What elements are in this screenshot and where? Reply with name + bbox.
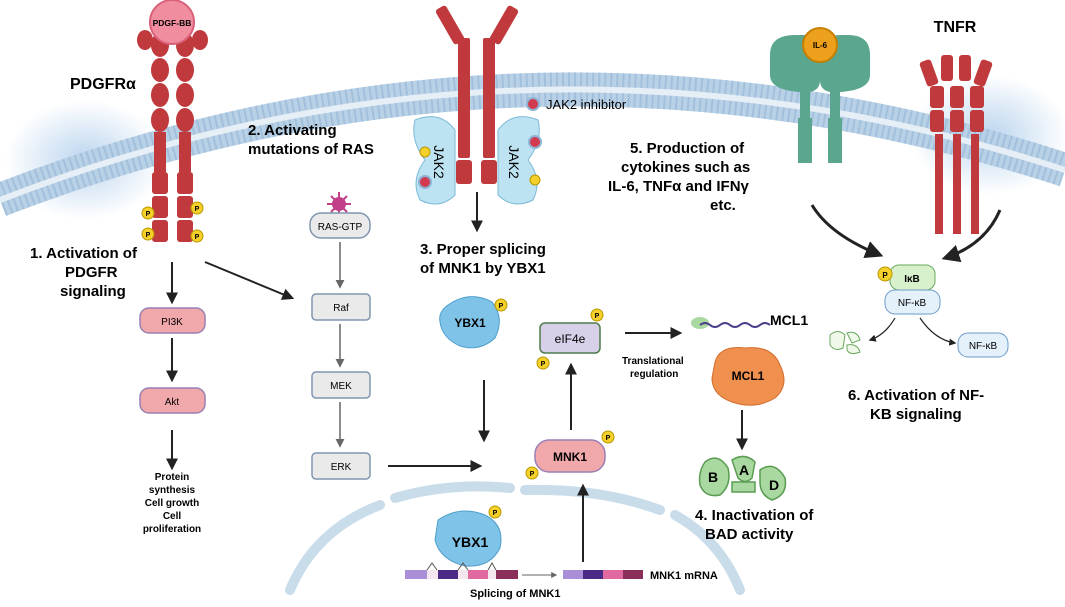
svg-text:BAD activity: BAD activity xyxy=(705,526,794,543)
step-6-label: 6. Activation of NF- KB signaling xyxy=(848,387,984,423)
svg-text:of MNK1 by YBX1: of MNK1 by YBX1 xyxy=(420,260,546,277)
il6-receptor: IL-6 xyxy=(770,27,870,163)
svg-text:P: P xyxy=(595,313,600,320)
svg-text:D: D xyxy=(769,477,779,493)
mcl1-protein: MCL1 xyxy=(711,347,785,406)
svg-text:NF-κB: NF-κB xyxy=(898,298,927,309)
translational-label: Translational regulation xyxy=(622,356,684,380)
svg-text:P: P xyxy=(195,206,200,213)
svg-text:2. Activating: 2. Activating xyxy=(248,122,337,139)
il6-label: IL-6 xyxy=(813,41,828,50)
svg-text:Akt: Akt xyxy=(165,397,180,408)
svg-text:etc.: etc. xyxy=(710,197,736,214)
mek-box: MEK xyxy=(311,371,371,399)
svg-text:MCL1: MCL1 xyxy=(770,312,808,328)
mature-mrna xyxy=(563,570,643,579)
nfkb-free: NF-κB xyxy=(957,332,1009,358)
jak2-inhibitor-icon xyxy=(526,97,540,111)
svg-text:P: P xyxy=(882,271,888,280)
tnfr-receptor: TNFR xyxy=(919,19,993,234)
splicing-label: Splicing of MNK1 xyxy=(470,588,560,600)
outcome-text: Protein synthesis Cell growth Cell proli… xyxy=(143,472,201,535)
svg-text:Translational: Translational xyxy=(622,356,684,367)
svg-text:6. Activation of NF-: 6. Activation of NF- xyxy=(848,387,984,404)
svg-text:regulation: regulation xyxy=(630,369,678,380)
svg-text:ERK: ERK xyxy=(331,462,352,473)
svg-text:synthesis: synthesis xyxy=(149,485,196,496)
svg-text:MEK: MEK xyxy=(330,381,352,392)
jak2-receptor: JAK2 JAK2 JAK2 inhibitor xyxy=(413,5,627,205)
erk-box: ERK xyxy=(311,452,371,480)
svg-text:1. Activation of: 1. Activation of xyxy=(30,245,138,262)
svg-text:Cell growth: Cell growth xyxy=(145,498,199,509)
jak2-right-label: JAK2 xyxy=(506,145,522,179)
phospho-group: P P P P xyxy=(141,201,204,243)
svg-text:eIF4e: eIF4e xyxy=(555,332,586,346)
svg-text:IκB: IκB xyxy=(904,274,920,285)
svg-text:PI3K: PI3K xyxy=(161,317,183,328)
ybx1-top: P YBX1 xyxy=(439,296,508,349)
svg-text:RAS-GTP: RAS-GTP xyxy=(318,222,363,233)
nfkb-complex: IκB P NF-κB xyxy=(877,264,941,315)
step-2-label: 2. Activating mutations of RAS xyxy=(248,122,374,158)
svg-text:Cell: Cell xyxy=(163,511,182,522)
eif4e-box: eIF4e P P xyxy=(536,308,604,370)
raf-box: Raf xyxy=(311,293,371,321)
svg-text:P: P xyxy=(493,510,498,517)
svg-text:IL-6, TNFα and IFNγ: IL-6, TNFα and IFNγ xyxy=(608,178,750,195)
tnfr-label: TNFR xyxy=(934,19,977,36)
pdgfr-label: PDGFRα xyxy=(70,76,136,93)
svg-text:NF-κB: NF-κB xyxy=(969,341,998,352)
svg-text:3. Proper splicing: 3. Proper splicing xyxy=(420,241,546,258)
svg-text:P: P xyxy=(195,234,200,241)
bad-complex: B A D xyxy=(698,455,787,501)
svg-text:YBX1: YBX1 xyxy=(452,534,489,550)
svg-text:signaling: signaling xyxy=(60,283,126,300)
svg-text:KB signaling: KB signaling xyxy=(870,406,962,423)
akt-box: Akt xyxy=(139,387,206,414)
svg-text:P: P xyxy=(146,232,151,239)
step-3-label: 3. Proper splicing of MNK1 by YBX1 xyxy=(420,241,546,277)
pdgf-bb-ligand xyxy=(149,0,195,45)
svg-text:P: P xyxy=(146,211,151,218)
svg-text:YBX1: YBX1 xyxy=(454,316,486,330)
pdgfr-receptor: PDGF-BB PDGFRα P P P P xyxy=(70,0,208,243)
mcl1-mrna: MCL1 xyxy=(691,312,808,329)
svg-text:MNK1: MNK1 xyxy=(553,450,587,464)
mnk1-box: MNK1 P P xyxy=(525,430,615,480)
svg-text:mutations of RAS: mutations of RAS xyxy=(248,141,374,158)
svg-text:proliferation: proliferation xyxy=(143,524,201,535)
step-4-label: 4. Inactivation of BAD activity xyxy=(695,507,814,543)
ikb-degraded xyxy=(829,331,861,355)
step-1-label: 1. Activation of PDGFR signaling xyxy=(30,245,138,300)
ybx1-nucleus: P YBX1 xyxy=(434,505,502,567)
svg-text:P: P xyxy=(530,471,535,478)
ras-gtp: RAS-GTP xyxy=(309,192,371,239)
svg-text:PDGFR: PDGFR xyxy=(65,264,118,281)
nuclear-envelope xyxy=(285,481,745,595)
svg-text:P: P xyxy=(499,303,504,310)
pre-mrna xyxy=(405,561,518,579)
svg-text:Protein: Protein xyxy=(155,472,189,483)
pi3k-box: PI3K xyxy=(139,307,206,334)
svg-text:P: P xyxy=(606,435,611,442)
svg-text:cytokines such as: cytokines such as xyxy=(621,159,750,176)
svg-text:B: B xyxy=(708,469,718,485)
svg-text:MCL1: MCL1 xyxy=(732,369,765,383)
svg-text:Raf: Raf xyxy=(333,303,349,314)
svg-text:5. Production of: 5. Production of xyxy=(630,140,745,157)
jak2-inhibitor-label: JAK2 inhibitor xyxy=(546,97,627,112)
jak2-left-label: JAK2 xyxy=(431,145,447,179)
svg-text:A: A xyxy=(739,462,749,478)
pdgf-bb-label: PDGF-BB xyxy=(153,18,192,28)
step-5-label: 5. Production of cytokines such as IL-6,… xyxy=(608,140,750,214)
svg-text:4. Inactivation of: 4. Inactivation of xyxy=(695,507,814,524)
mnk1-mrna-label: MNK1 mRNA xyxy=(650,570,718,582)
svg-text:P: P xyxy=(541,361,546,368)
